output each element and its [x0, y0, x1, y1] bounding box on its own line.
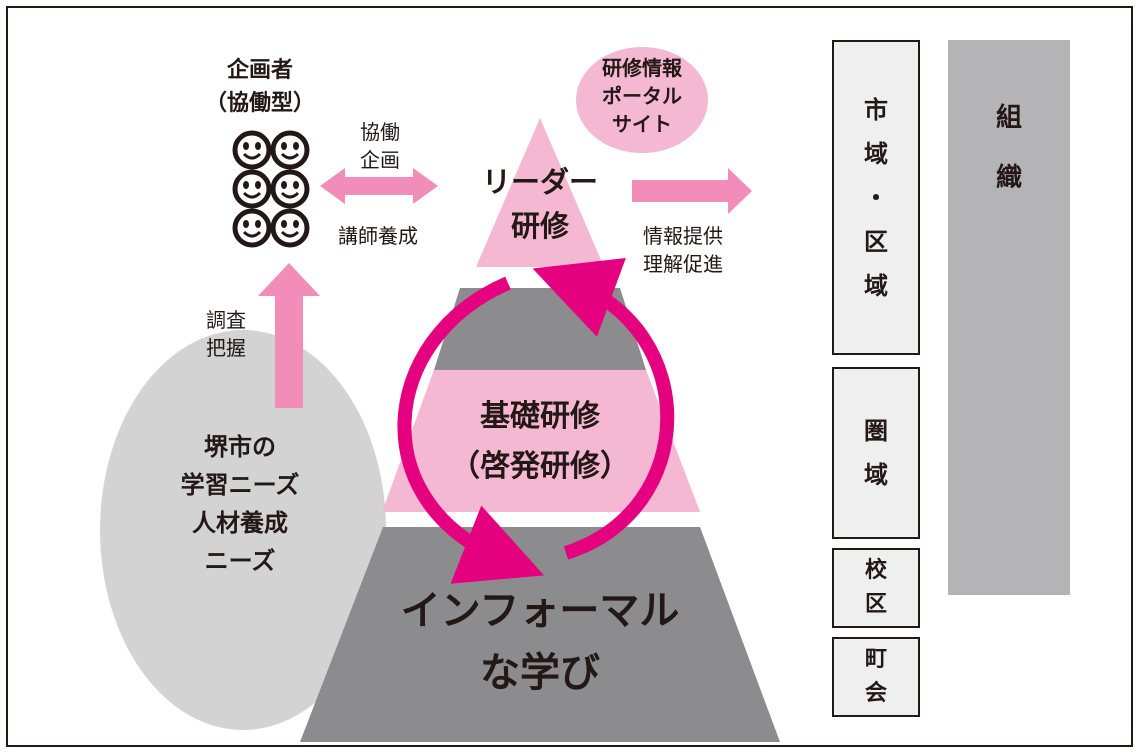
area-char: 会: [864, 681, 887, 706]
planner-title: 企画者: [226, 58, 293, 83]
area-box-block: 圏域: [832, 367, 920, 539]
planner-people-icons: [232, 130, 310, 248]
area-char: 区: [864, 592, 887, 617]
info-arrow: [632, 168, 752, 214]
informal-learning-trapezoid: [300, 527, 780, 742]
cycle-arrow-left: [397, 276, 545, 584]
planner-subtitle: （協働型）: [204, 91, 315, 116]
person-face-icon: [232, 208, 272, 248]
person-face-icon: [270, 169, 310, 209]
leader-training-triangle: [476, 118, 604, 267]
person-face-icon: [270, 130, 310, 170]
area-box-town-association: 町会: [832, 637, 920, 717]
lecturer-training-label: 講師養成: [338, 224, 418, 248]
needs-ellipse: [100, 330, 386, 730]
area-char: 校: [864, 558, 887, 583]
area-char: 区: [864, 227, 888, 256]
diagram-frame: [6, 6, 1133, 747]
person-face-icon: [232, 169, 272, 209]
portal-ellipse: [576, 47, 708, 153]
survey-up-arrow: [258, 263, 320, 408]
area-char: 域: [864, 461, 888, 489]
organization-char: 織: [995, 163, 1022, 193]
informal-learning-label: インフォーマル な学び: [400, 588, 680, 696]
area-char: 域: [864, 139, 888, 168]
organization-bar: [948, 40, 1070, 595]
collab-plan-label: 協働 企画: [360, 120, 400, 172]
collaboration-double-arrow: [320, 168, 438, 204]
area-char: 市: [864, 95, 888, 124]
portal-site-label: 研修情報 ポータル サイト: [602, 56, 682, 136]
area-char: 域: [864, 271, 888, 300]
survey-label: 調査 把握: [206, 308, 246, 360]
area-box-city-ward: 市域・区域: [832, 40, 920, 355]
basic-training-trapezoid: [382, 370, 700, 512]
area-char: ・: [864, 183, 888, 212]
person-face-icon: [270, 208, 310, 248]
leader-training-label: リーダー 研修: [481, 165, 598, 243]
cycle-arrow-right: [532, 258, 675, 560]
basic-training-label: 基礎研修 （啓発研修）: [450, 399, 630, 484]
area-box-school-district: 校区: [832, 548, 920, 628]
area-char: 圏: [864, 417, 888, 445]
needs-label: 堺市の 学習ニーズ 人材養成 ニーズ: [180, 433, 300, 575]
info-label: 情報提供 理解促進: [643, 224, 723, 276]
person-face-icon: [232, 130, 272, 170]
area-char: 町: [864, 647, 887, 672]
organization-label: 組織: [948, 88, 1070, 208]
organization-char: 組: [995, 103, 1022, 133]
